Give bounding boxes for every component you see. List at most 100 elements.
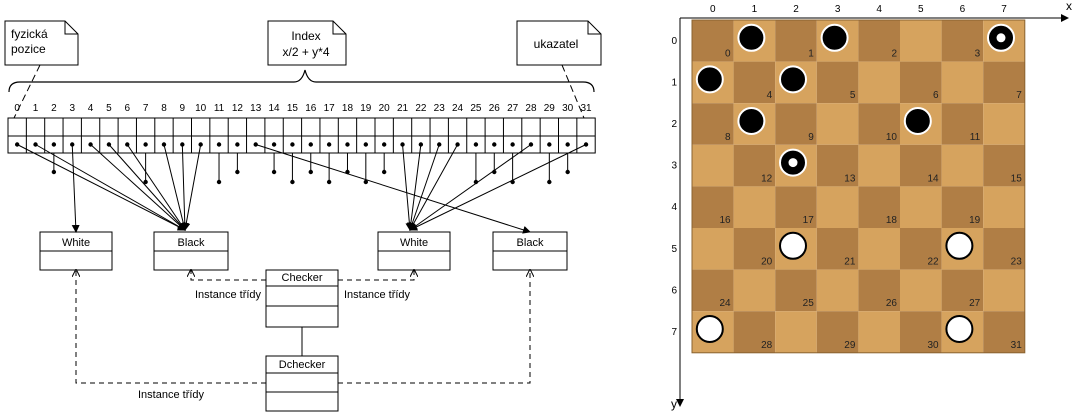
array-index-label: 5: [106, 103, 112, 114]
board-square-index: 16: [719, 215, 731, 226]
board-square-index: 17: [803, 215, 815, 226]
board-square: [900, 228, 942, 270]
array-index-label: 30: [562, 103, 574, 114]
array-index-label: 6: [124, 103, 130, 114]
board-square-index: 15: [1011, 173, 1023, 184]
class-dchecker-label: Dchecker: [279, 359, 326, 371]
array-index-label: 13: [250, 103, 262, 114]
null-pointer-end: [547, 179, 552, 185]
board-y-axis-label: y: [671, 397, 677, 411]
pointer-arrow: [108, 144, 186, 231]
black-piece[interactable]: [737, 23, 766, 52]
black-piece[interactable]: [737, 107, 766, 135]
board-square: [733, 311, 776, 353]
array-index-label: 11: [214, 103, 225, 114]
black-piece[interactable]: [903, 107, 932, 135]
array-index-label: 7: [143, 103, 149, 114]
board-square: [858, 61, 900, 104]
instance-links: [76, 270, 530, 384]
board-square-index: 11: [970, 132, 981, 143]
array-index-label: 24: [452, 103, 464, 114]
left-diagram: fyzická pozice Index x/2 + y*4 ukazatel …: [4, 20, 602, 412]
board-square: [983, 103, 1025, 145]
board-square-index: 26: [886, 298, 898, 309]
instance-link-white-left: [76, 270, 266, 384]
board-square-index: 29: [844, 340, 856, 351]
pointer-dot: [216, 142, 222, 147]
class-box-white-right: White: [377, 231, 451, 271]
board-square-index: 9: [808, 132, 814, 143]
class-black-left-label: Black: [178, 237, 205, 249]
pointer-dot: [510, 142, 515, 147]
array-index-label: 0: [14, 103, 20, 114]
array-index-label: 1: [33, 103, 39, 114]
pointer-arrow: [409, 144, 459, 231]
white-piece[interactable]: [945, 315, 974, 343]
board-square: [733, 186, 776, 228]
pointer-arrow: [255, 144, 531, 234]
callout-physical-connector: [13, 64, 41, 119]
instance-link-white-right: [338, 270, 414, 281]
board-square: [983, 186, 1025, 228]
callout-physical-line2: pozice: [11, 42, 46, 56]
board-square: [941, 269, 984, 312]
board-square: [816, 269, 859, 312]
class-box-dchecker: Dchecker: [265, 355, 339, 412]
board-square: [692, 103, 734, 145]
board-square-index: 10: [886, 132, 898, 143]
null-pointer-end: [290, 179, 295, 185]
board-square: [775, 186, 817, 228]
pointer-arrow: [126, 144, 186, 231]
board-square: [816, 186, 859, 228]
callout-physical-line1: fyzická: [11, 27, 48, 41]
null-pointer-end: [565, 169, 570, 175]
board-row-label: 1: [671, 77, 677, 88]
board-square-index: 19: [969, 215, 981, 226]
array-index-label: 12: [232, 103, 244, 114]
black-piece[interactable]: [695, 65, 724, 94]
board-square: [900, 20, 942, 62]
board-column-label: 7: [1001, 4, 1007, 15]
white-piece[interactable]: [945, 231, 974, 260]
array-index-label: 16: [305, 103, 317, 114]
callout-pointer: ukazatel: [516, 20, 602, 66]
board-square: [900, 144, 942, 187]
class-box-checker: Checker: [265, 269, 339, 328]
array-index-label: 22: [415, 103, 427, 114]
board-square-index: 1: [808, 49, 814, 60]
board-square-index: 14: [927, 173, 939, 184]
board-column-label: 0: [710, 4, 716, 15]
black-piece[interactable]: [779, 65, 807, 94]
board-square: [941, 20, 984, 62]
board-x-axis-label: x: [1066, 0, 1072, 13]
board-square: [983, 144, 1025, 187]
black-king-piece[interactable]: [779, 148, 807, 177]
board-square-index: 12: [761, 173, 773, 184]
board-square-index: 31: [1011, 340, 1023, 351]
board-square: [983, 61, 1025, 104]
array-index-label: 2: [51, 103, 57, 114]
board-square: [858, 103, 900, 145]
black-piece[interactable]: [820, 23, 849, 52]
callout-index-line1: Index: [291, 29, 320, 43]
black-king-piece[interactable]: [987, 23, 1015, 52]
board-column-label: 2: [793, 4, 799, 15]
pointer-dot: [308, 142, 313, 147]
white-piece[interactable]: [695, 315, 724, 343]
board-square: [816, 103, 859, 145]
board-square: [692, 144, 734, 187]
board-square: [733, 61, 776, 104]
pointer-arrow: [402, 144, 414, 231]
array-index-label: 17: [324, 103, 336, 114]
null-pointer-end: [143, 179, 148, 185]
array-brace: [8, 69, 595, 93]
pointer-arrow: [163, 144, 188, 231]
white-piece[interactable]: [779, 231, 807, 260]
board-square-index: 21: [844, 257, 856, 268]
class-black-right-label: Black: [517, 237, 544, 249]
board-square-index: 7: [1016, 90, 1022, 101]
callout-pointer-text: ukazatel: [534, 37, 579, 51]
instance-link-black-left: [191, 270, 266, 281]
board-square: [858, 186, 900, 228]
